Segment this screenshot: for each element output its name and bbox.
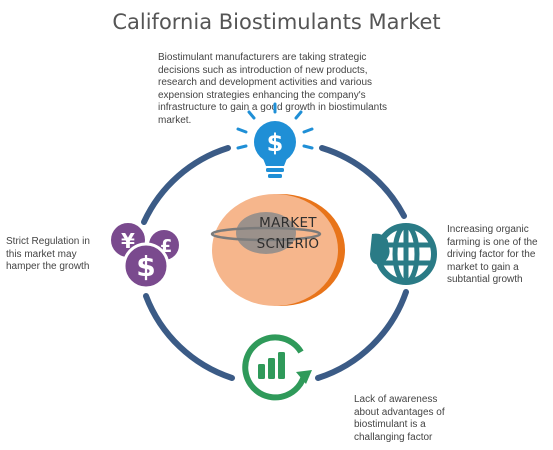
globe-icon: [370, 222, 438, 286]
svg-text:¥: ¥: [121, 229, 135, 253]
top-node-text: Biostimulant manufacturers are taking st…: [158, 52, 388, 126]
bottom-node-text: Lack of awareness about advantages of bi…: [354, 394, 445, 443]
svg-text:$: $: [136, 250, 155, 283]
center-label-line2: SCNERIO: [256, 236, 320, 252]
currency-coins-icon: ¥ £ $: [109, 221, 181, 290]
ring-arc-bottom-left: [143, 293, 235, 381]
ring-arc-bottom-right: [315, 289, 409, 381]
svg-text:£: £: [160, 236, 173, 257]
svg-text:$: $: [267, 129, 284, 157]
cycle-ring: [141, 145, 409, 381]
diagram-title: California Biostimulants Market: [112, 10, 441, 34]
planet-ring: [210, 226, 322, 242]
planet-sphere: [236, 212, 296, 254]
center-blob: [210, 194, 345, 306]
center-label-line1: MARKET: [259, 215, 317, 231]
ring-arc-top-right: [319, 145, 407, 219]
left-node-text: Strict Regulation in this market may ham…: [6, 236, 90, 272]
growth-chart-icon: [242, 334, 312, 401]
ring-arc-top-left: [141, 145, 231, 225]
right-node-text: Increasing organic farming is one of the…: [447, 224, 538, 285]
lightbulb-dollar-icon: $: [236, 102, 314, 178]
